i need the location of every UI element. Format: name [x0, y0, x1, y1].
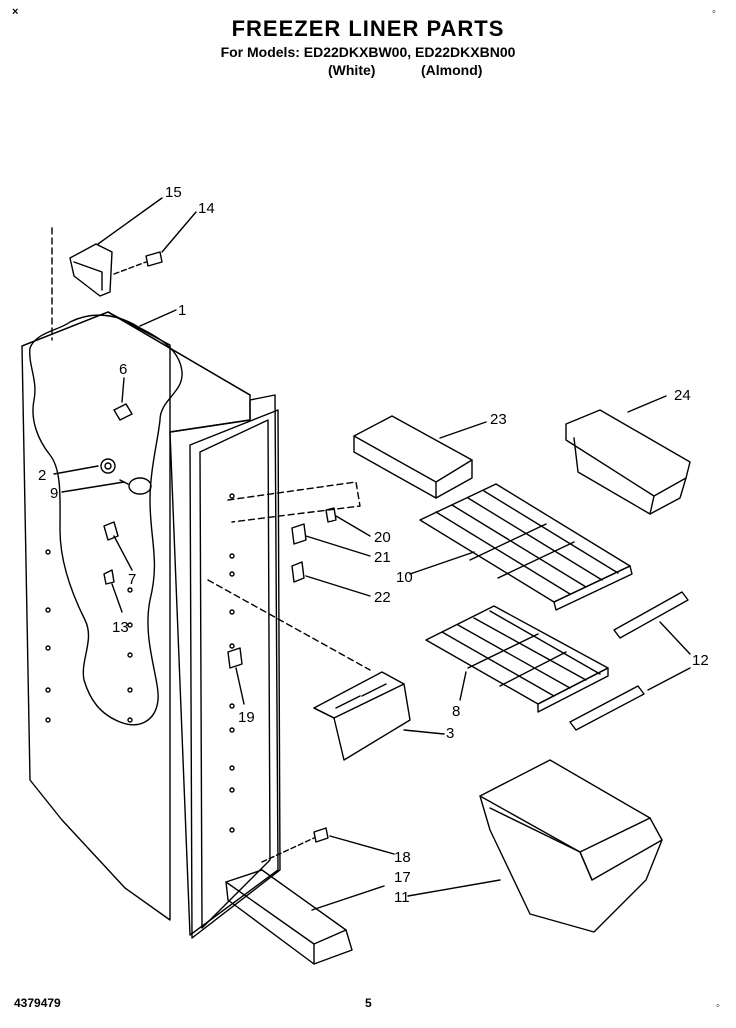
- corner-mark-top-left: ×: [12, 6, 19, 18]
- callout-6: 6: [119, 361, 127, 378]
- shelf-support-12: [569, 591, 689, 731]
- callout-24: 24: [674, 387, 691, 404]
- shelf-mount-guide: [227, 481, 361, 523]
- shelf-track-3: [207, 579, 411, 761]
- callout-22: 22: [374, 589, 391, 606]
- freezer-liner: [21, 311, 281, 939]
- clip-6: [113, 403, 133, 421]
- light-bulb-9: [119, 477, 152, 495]
- light-socket-2: [100, 458, 116, 474]
- wire-shelf-8: [425, 605, 609, 713]
- callout-13: 13: [112, 619, 129, 636]
- callout-7: 7: [128, 571, 136, 588]
- callout-21: 21: [374, 549, 391, 566]
- callout-15: 15: [165, 184, 182, 201]
- clip-22: [291, 561, 305, 583]
- callout-8: 8: [452, 703, 460, 720]
- callout-20: 20: [374, 529, 391, 546]
- door-bin-24: [565, 409, 691, 515]
- corner-mark-top-right: ◦: [712, 6, 716, 18]
- callout-19: 19: [238, 709, 255, 726]
- callout-3: 3: [446, 725, 454, 742]
- screw-18: [261, 827, 329, 863]
- page-number: 5: [365, 996, 372, 1010]
- callout-1: 1: [178, 302, 186, 319]
- ice-cube-tray-23: [353, 415, 473, 499]
- clip-13: [103, 569, 115, 585]
- model-list: For Models: ED22DKXBW00, ED22DKXBN00: [220, 44, 516, 60]
- leader-lines: [53, 197, 691, 911]
- screw-14: [113, 251, 163, 275]
- corner-mark-bottom-right: ◦: [716, 1000, 720, 1012]
- bottom-track-17: [225, 869, 353, 965]
- callout-18: 18: [394, 849, 411, 866]
- thermostat-clip-7: [103, 521, 119, 541]
- page-title: FREEZER LINER PARTS: [231, 16, 505, 41]
- callout-2: 2: [38, 467, 46, 484]
- variant-almond: (Almond): [421, 62, 483, 78]
- basket-bin-11: [479, 759, 663, 933]
- clip-20: [325, 507, 337, 523]
- clip-21: [291, 523, 307, 545]
- callout-numbers: 15 14 1 6 2 9 7 13 19 20 21 22 10 23 24 …: [38, 184, 709, 906]
- variant-white: (White): [328, 62, 376, 78]
- document-id: 4379479: [14, 996, 61, 1010]
- top-bracket-15: [51, 227, 113, 341]
- callout-12: 12: [692, 652, 709, 669]
- damper-19: [227, 647, 243, 669]
- callout-17: 17: [394, 869, 411, 886]
- wire-shelf-10: [419, 483, 633, 611]
- callout-14: 14: [198, 200, 215, 217]
- callout-10: 10: [396, 569, 413, 586]
- callout-9: 9: [50, 485, 58, 502]
- callout-23: 23: [490, 411, 507, 428]
- callout-11: 11: [394, 889, 410, 906]
